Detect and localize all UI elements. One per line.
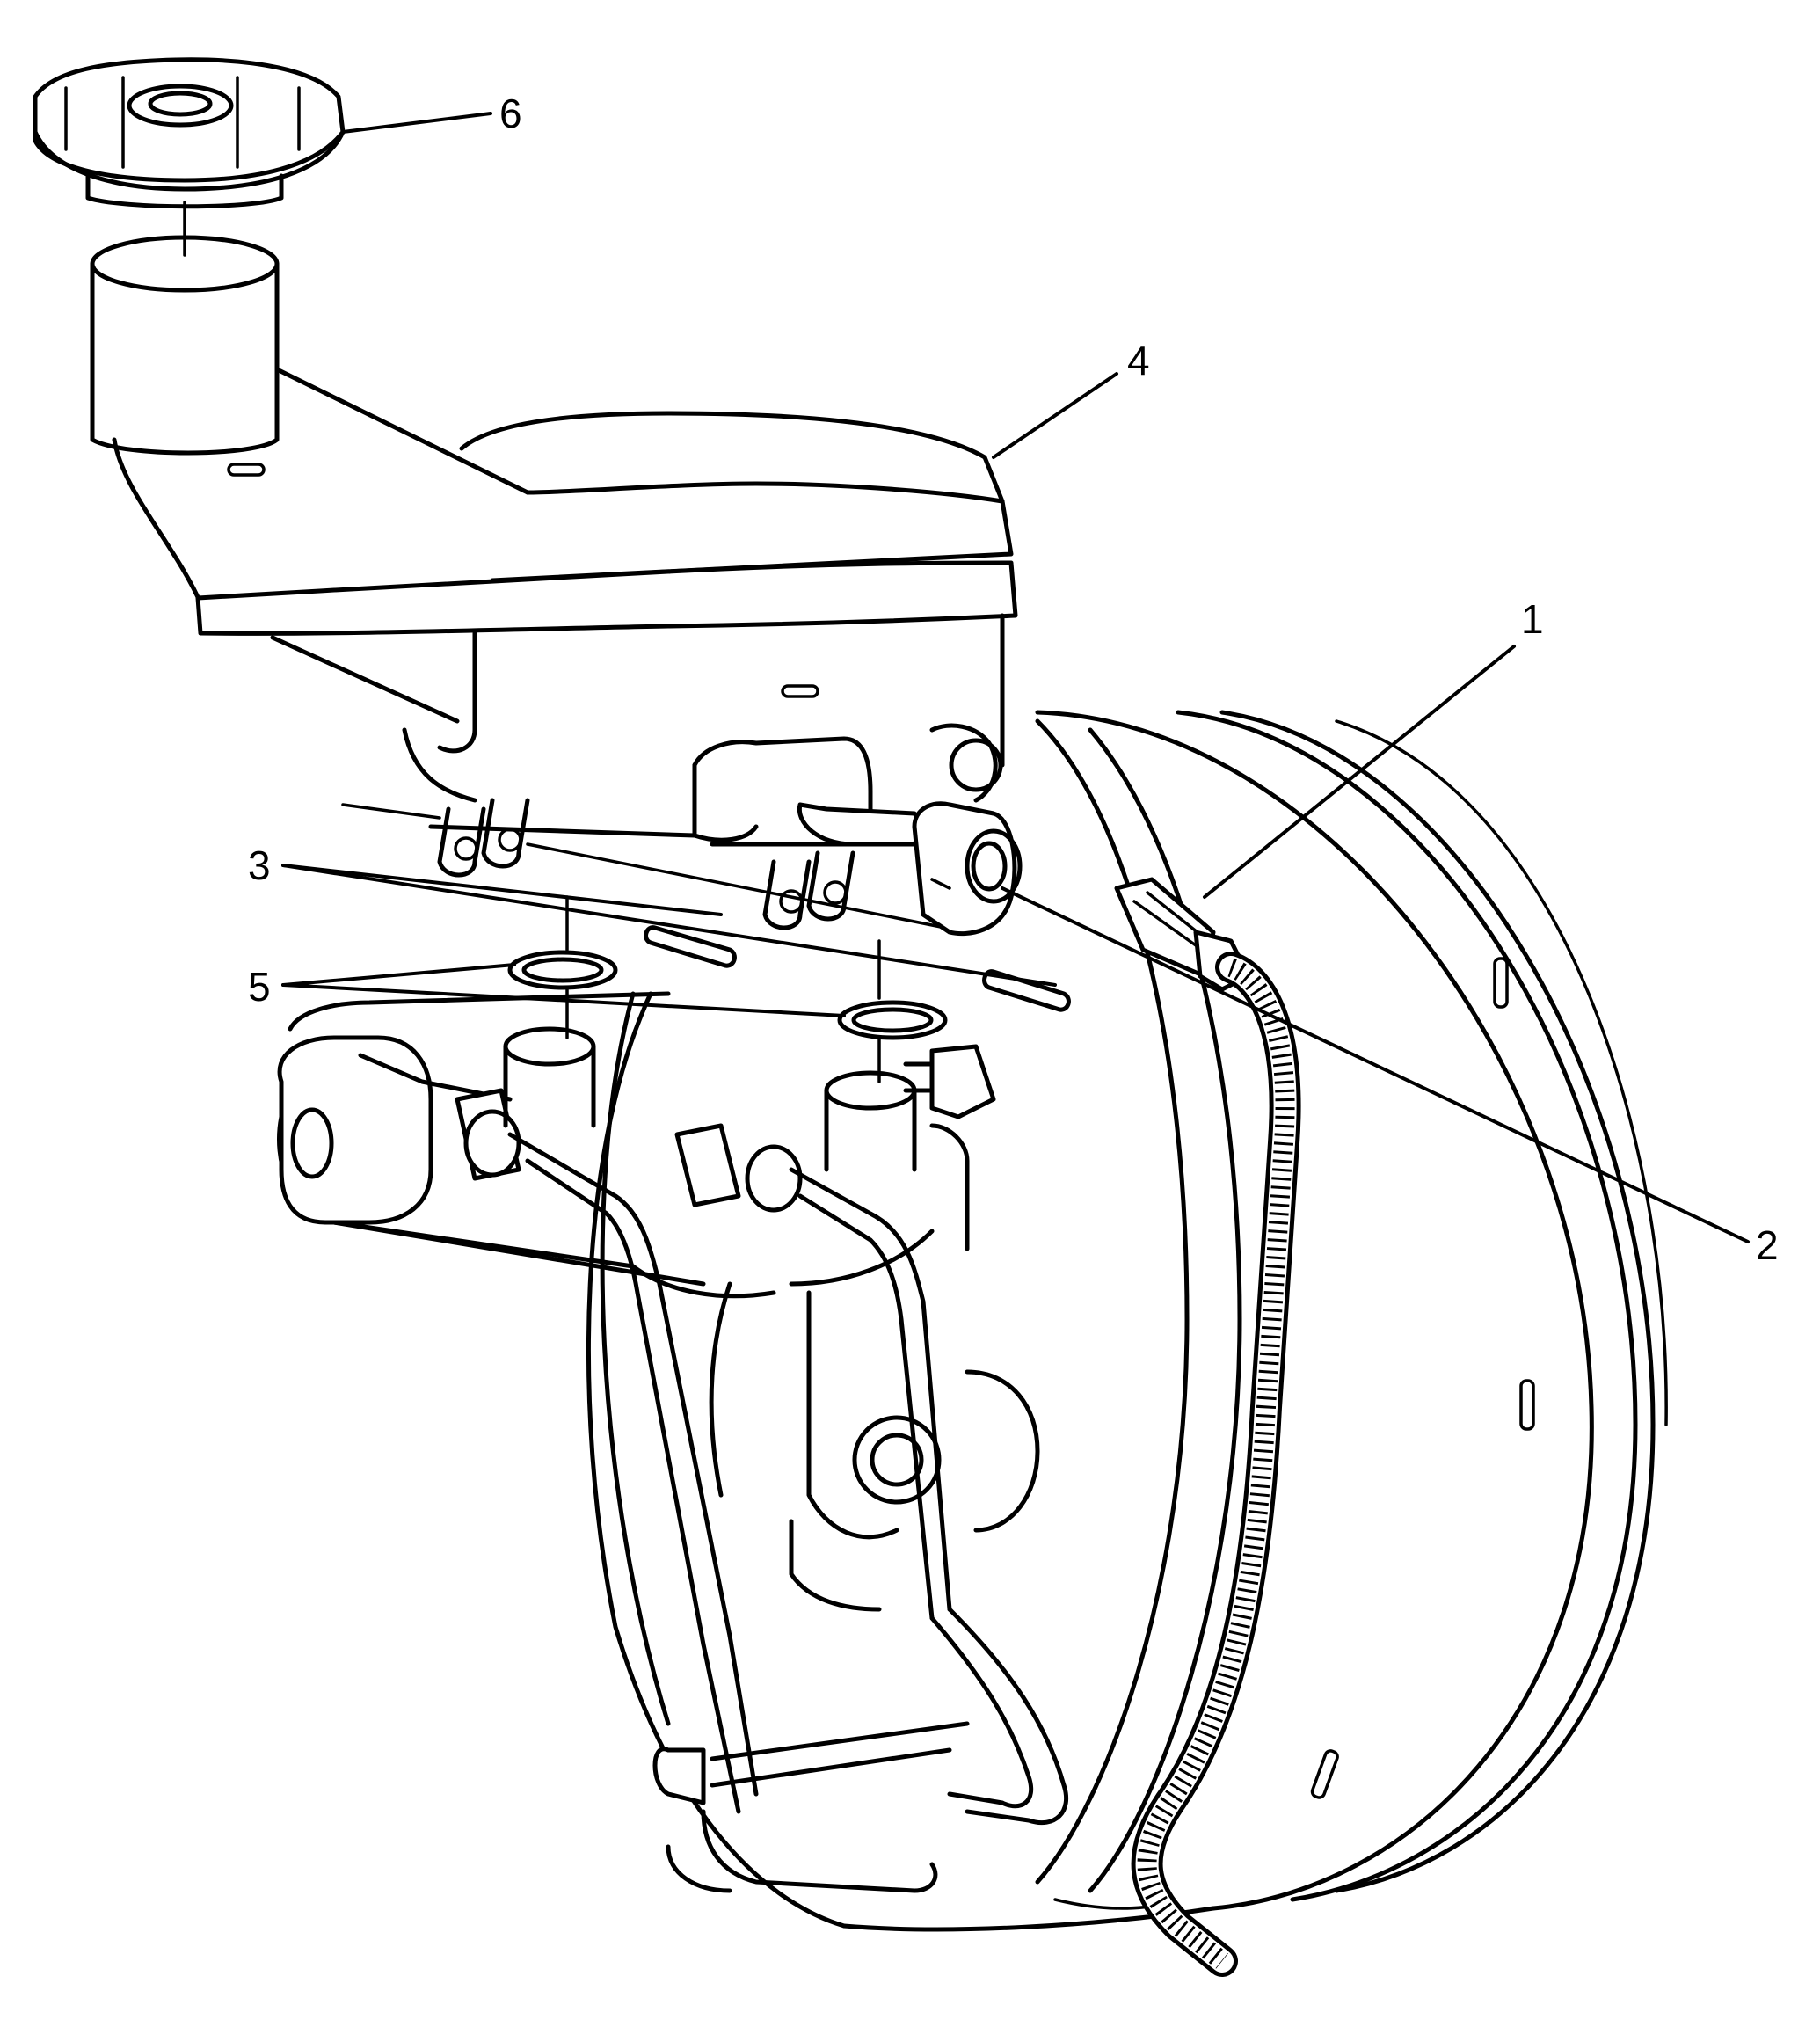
leader-4 bbox=[992, 372, 1118, 459]
callout-3: 3 bbox=[248, 842, 271, 888]
reservoir-cap bbox=[33, 57, 346, 209]
leader-2 bbox=[1001, 886, 1750, 1243]
leader-1 bbox=[1203, 645, 1516, 899]
leader-6 bbox=[341, 112, 492, 134]
callout-4: 4 bbox=[1127, 338, 1150, 383]
brake-line-fittings bbox=[455, 1026, 996, 1647]
leader-5a bbox=[281, 963, 516, 987]
reservoir-neck bbox=[90, 201, 280, 477]
leader-3b bbox=[281, 864, 1057, 987]
reservoir-grommets bbox=[507, 895, 948, 1083]
leader-3a bbox=[281, 864, 723, 916]
leader-5b bbox=[281, 983, 846, 1017]
lower-brake-lines bbox=[652, 1607, 1069, 1893]
callout-2: 2 bbox=[1756, 1222, 1779, 1268]
brake-booster bbox=[586, 710, 1668, 1932]
callout-1: 1 bbox=[1521, 596, 1544, 642]
callout-labels: 1 2 3 4 5 6 bbox=[248, 91, 1779, 1268]
fluid-level-sensor bbox=[710, 801, 1023, 937]
reservoir-body bbox=[112, 367, 1018, 803]
callout-5: 5 bbox=[248, 964, 271, 1010]
wiring-harness bbox=[1131, 952, 1301, 1977]
callout-6: 6 bbox=[499, 91, 522, 136]
retaining-pins bbox=[341, 798, 1071, 1012]
leader-lines bbox=[281, 112, 1750, 1243]
